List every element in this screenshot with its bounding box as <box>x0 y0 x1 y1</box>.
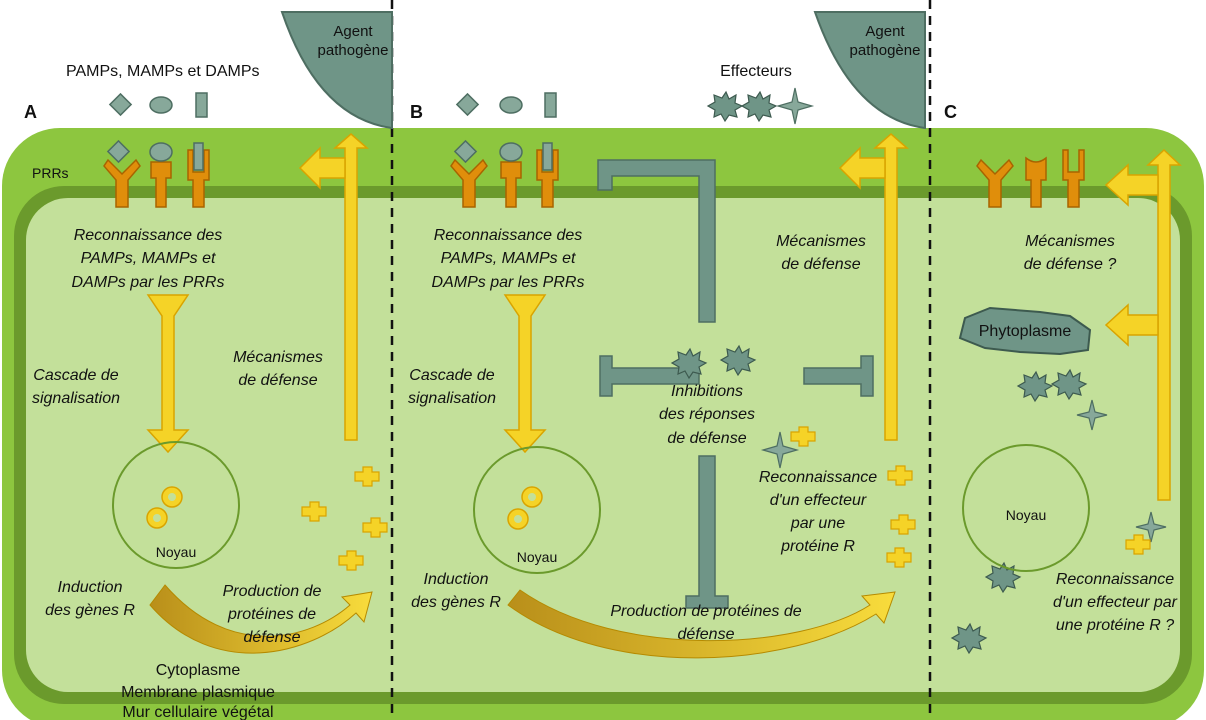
recognition-a-line1: Reconnaissance des <box>74 227 223 244</box>
prrs-label: PRRs <box>32 165 69 181</box>
nucleus-a <box>112 441 240 569</box>
r-recognition-c-line3: une protéine R ? <box>1056 617 1174 634</box>
defense-proteins-a <box>301 466 388 571</box>
production-a-line3: défense <box>244 629 301 646</box>
arrow-to-pathogen-b <box>838 146 886 190</box>
cascade-b-line2: signalisation <box>408 390 496 407</box>
inhibition-to-cascade <box>599 355 700 397</box>
production-a-line2: protéines de <box>227 606 316 623</box>
gene-gear-holes-b <box>514 493 536 523</box>
inhibitions-line2: des réponses <box>659 406 755 423</box>
r-recognition-c-line2: d'un effecteur par <box>1053 594 1178 611</box>
effectors-header: Effecteurs <box>720 63 792 80</box>
arrow-defense-up-b <box>873 133 909 441</box>
pathogen-label-a-line2: pathogène <box>318 42 389 59</box>
effector-star-with-r-protein-b <box>760 426 816 469</box>
induction-b-line1: Induction <box>424 571 489 588</box>
phytoplasma-label: Phytoplasme <box>979 323 1072 340</box>
cascade-a-line2: signalisation <box>32 390 120 407</box>
defense-mechanisms-c-line2: de défense ? <box>1024 256 1117 273</box>
defense-mechanisms-b-line2: de défense <box>781 256 860 273</box>
production-b-line2: défense <box>678 626 735 643</box>
r-recognition-b-line3: par une <box>790 515 845 532</box>
r-recognition-b-line1: Reconnaissance <box>759 469 877 486</box>
free-molecules-b <box>455 92 557 118</box>
cascade-b-line1: Cascade de <box>409 367 494 384</box>
recognition-a-line2: PAMPs, MAMPs et <box>81 250 216 267</box>
inhibitions-line1: Inhibitions <box>671 383 743 400</box>
pathogen-label-b-line2: pathogène <box>850 42 921 59</box>
arrow-production-a <box>149 584 373 654</box>
nucleus-c <box>962 444 1090 572</box>
arrow-defense-up-a <box>333 133 369 441</box>
nucleus-b-label: Noyau <box>517 549 557 565</box>
production-b-line1: Production de protéines de <box>610 603 801 620</box>
prrs-a <box>103 139 210 208</box>
arrow-to-receptors-c <box>1104 163 1159 207</box>
pamps-header: PAMPs, MAMPs et DAMPs <box>66 63 260 80</box>
recognition-b-line2: PAMPs, MAMPs et <box>441 250 576 267</box>
defense-proteins-b <box>886 465 916 568</box>
induction-a-line2: des gènes R <box>45 602 135 619</box>
recognition-b-line3: DAMPs par les PRRs <box>432 274 585 291</box>
arrow-cascade-a <box>146 294 190 454</box>
arrow-to-phytoplasma-c <box>1104 303 1159 347</box>
inhibition-bars <box>597 159 874 609</box>
gene-gear-holes-a <box>153 493 176 522</box>
layer-cytoplasm: Cytoplasme <box>156 662 241 679</box>
phytoplasma-shape <box>958 306 1092 356</box>
defense-mechanisms-a-line2: de défense <box>238 372 317 389</box>
prrs-c <box>976 149 1085 208</box>
arrow-defense-up-c <box>1146 148 1182 501</box>
defense-mechanisms-a-line1: Mécanismes <box>233 349 323 366</box>
arrow-production-b <box>507 589 896 659</box>
inhibition-to-defense <box>803 355 874 397</box>
cascade-a-line1: Cascade de <box>33 367 118 384</box>
arrow-cascade-b <box>503 294 547 454</box>
pathogen-label-b-line1: Agent <box>865 23 905 40</box>
effectors-inside-b <box>670 344 757 380</box>
defense-mechanisms-c-line1: Mécanismes <box>1025 233 1115 250</box>
panel-letter-a: A <box>24 102 37 122</box>
pathogen-label-a-line1: Agent <box>333 23 373 40</box>
effector-star-c <box>1076 399 1108 431</box>
inhibitions-line3: de défense <box>667 430 746 447</box>
layer-plasma-membrane: Membrane plasmique <box>121 684 275 701</box>
nucleus-a-label: Noyau <box>156 544 196 560</box>
free-molecules-a <box>108 92 208 118</box>
pathogen-shape-b <box>813 11 926 130</box>
effector-star-with-r-protein-c <box>1125 511 1167 555</box>
recognition-b-line1: Reconnaissance des <box>434 227 583 244</box>
pathogen-shape-a <box>280 11 393 130</box>
arrow-to-pathogen-a <box>298 146 346 190</box>
r-recognition-b-line4: protéine R <box>780 538 855 555</box>
induction-b-line2: des gènes R <box>411 594 501 611</box>
r-recognition-b-line2: d'un effecteur <box>770 492 867 509</box>
induction-a-line1: Induction <box>58 579 123 596</box>
effectors-top-b <box>706 87 815 125</box>
production-a-line1: Production de <box>223 583 322 600</box>
prrs-b <box>450 139 559 208</box>
inhibition-to-prrs <box>597 159 716 323</box>
panel-letter-c: C <box>944 102 957 122</box>
nucleus-b <box>473 446 601 574</box>
inhibition-to-production <box>685 455 729 609</box>
r-recognition-c-line1: Reconnaissance <box>1056 571 1174 588</box>
recognition-a-line3: DAMPs par les PRRs <box>72 274 225 291</box>
panel-letter-b: B <box>410 102 423 122</box>
defense-mechanisms-b-line1: Mécanismes <box>776 233 866 250</box>
layer-cell-wall: Mur cellulaire végétal <box>122 704 273 720</box>
nucleus-c-label: Noyau <box>1006 507 1046 523</box>
